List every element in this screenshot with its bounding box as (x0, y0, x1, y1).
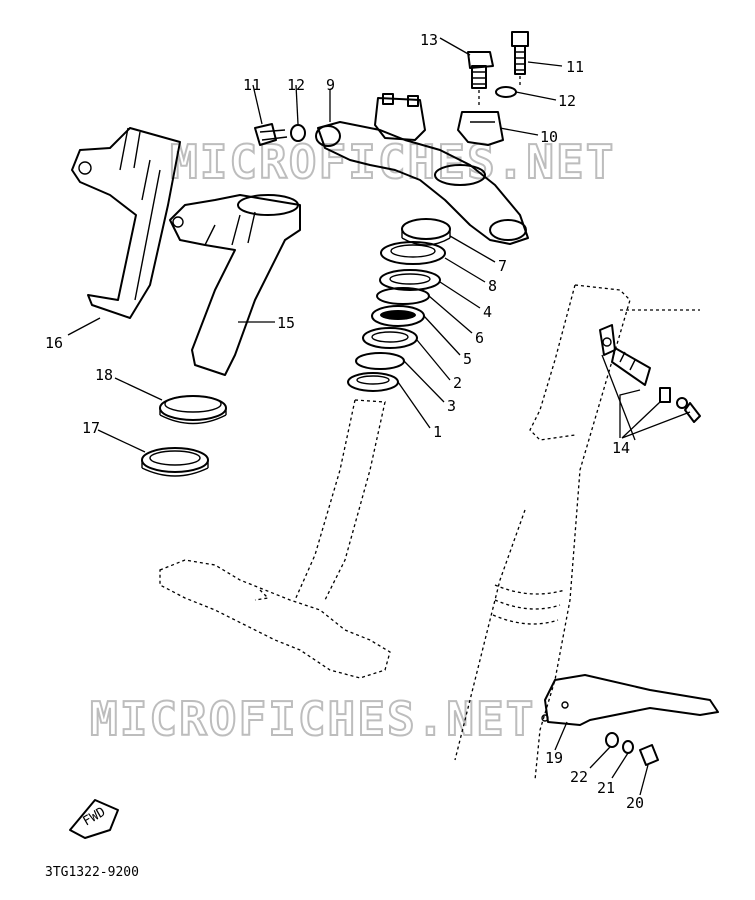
watermark-bottom: MICROFICHES.NET (90, 692, 535, 746)
washer-12-left (290, 124, 306, 142)
leader-lines (67, 37, 691, 796)
callout-6: 6 (475, 329, 484, 347)
callout-18: 18 (95, 366, 113, 384)
screw-20 (639, 744, 659, 766)
ball-bearing-5 (371, 305, 425, 327)
steering-stem (159, 399, 391, 679)
ball-bearing-3 (355, 352, 405, 370)
callout-1: 1 (433, 423, 442, 441)
bearing-cover-4 (379, 269, 441, 291)
callout-8: 8 (488, 277, 497, 295)
callout-16: 16 (45, 334, 63, 352)
headlight-bracket-16 (71, 127, 181, 319)
washer-22 (605, 732, 619, 748)
forward-direction-arrow-icon: FWD (69, 799, 119, 839)
callout-3: 3 (447, 397, 456, 415)
spring-washer-21 (622, 740, 634, 754)
drawing-code: 3TG1322-9200 (45, 865, 139, 880)
callout-20: 20 (626, 794, 644, 812)
callout-2: 2 (453, 374, 462, 392)
callout-11-left: 11 (243, 76, 261, 94)
washer-12-right (495, 86, 517, 98)
upper-triple-clamp-9 (315, 93, 529, 245)
callout-17: 17 (82, 419, 100, 437)
reflector-set-14 (599, 324, 701, 423)
callout-15: 15 (277, 314, 295, 332)
callout-9: 9 (326, 76, 335, 94)
watermark-top: MICROFICHES.NET (170, 135, 615, 189)
fwd-badge-label: FWD (81, 805, 109, 830)
bearing-race-1 (347, 372, 399, 392)
callout-4: 4 (483, 303, 492, 321)
callout-7: 7 (498, 257, 507, 275)
ring-nut-18 (159, 395, 227, 425)
bolt-13 (467, 51, 494, 108)
plate-bracket-19 (541, 674, 719, 726)
callout-12-left: 12 (287, 76, 305, 94)
callout-5: 5 (463, 350, 472, 368)
callout-labels: 11 12 9 13 11 12 10 7 8 4 6 5 2 3 1 15 1… (45, 31, 644, 812)
fork-tube (454, 284, 700, 781)
callout-11-right: 11 (566, 58, 584, 76)
handlebar-clamp-10 (457, 111, 504, 146)
callout-14: 14 (612, 439, 630, 457)
bolt-11-left (254, 123, 288, 146)
washer-ring-17 (141, 447, 209, 477)
callout-19: 19 (545, 749, 563, 767)
callout-12-right: 12 (558, 92, 576, 110)
washer-8 (380, 241, 446, 265)
bolt-11-right (511, 31, 529, 86)
callout-22: 22 (570, 768, 588, 786)
fork-bracket-15 (169, 194, 301, 376)
bearing-race-2 (362, 327, 418, 349)
callout-21: 21 (597, 779, 615, 797)
callout-13: 13 (420, 31, 438, 49)
callout-10: 10 (540, 128, 558, 146)
